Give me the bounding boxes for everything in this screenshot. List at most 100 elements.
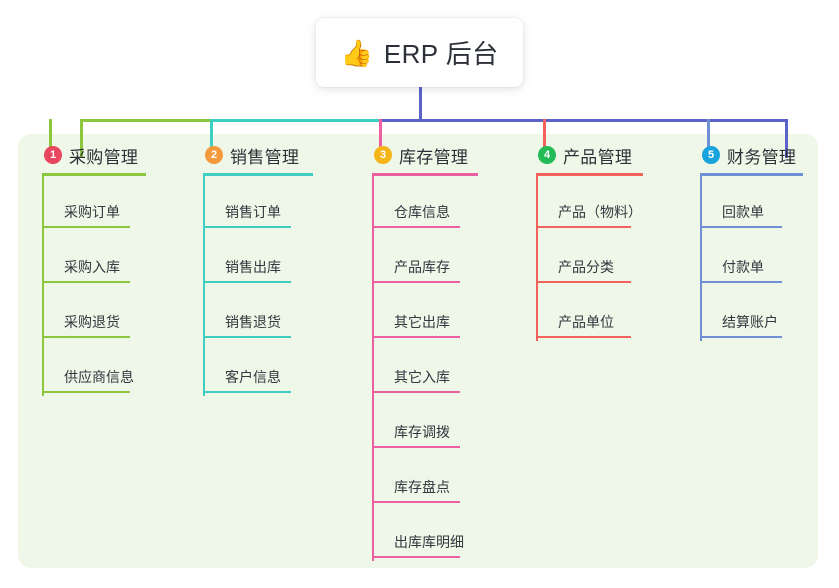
branch-item[interactable]: 库存盘点	[372, 451, 478, 506]
branch-item[interactable]: 客户信息	[203, 341, 313, 396]
branch-item-label: 供应商信息	[64, 369, 134, 385]
branch-item-label: 销售退货	[225, 314, 281, 330]
branch-item-label: 产品库存	[394, 259, 450, 275]
branch-item-underline	[42, 336, 130, 338]
branch-header-库存管理[interactable]: 3 库存管理	[372, 142, 478, 168]
branch-underline	[42, 173, 146, 176]
branch-items: 销售订单销售出库销售退货客户信息	[203, 176, 313, 396]
connector-segment-2	[210, 119, 382, 122]
branches-panel	[18, 134, 818, 568]
branch-item-underline	[42, 281, 130, 283]
branch-item-underline	[536, 281, 631, 283]
branch-item-underline	[536, 336, 631, 338]
branch-item[interactable]: 产品单位	[536, 286, 643, 341]
connector-segment-3	[379, 119, 788, 122]
branch-item-label: 销售出库	[225, 259, 281, 275]
branch-underline	[372, 173, 478, 176]
branch-item[interactable]: 销售订单	[203, 176, 313, 231]
branch-item[interactable]: 产品库存	[372, 231, 478, 286]
branch-title: 产品管理	[563, 147, 633, 167]
branch-item-label: 采购入库	[64, 259, 120, 275]
branch-item-underline	[372, 226, 460, 228]
branch-items: 仓库信息产品库存其它出库其它入库库存调拨库存盘点出库库明细	[372, 176, 478, 561]
branch-title: 采购管理	[69, 147, 139, 167]
branch-item-label: 产品单位	[558, 314, 614, 330]
branch-spine	[372, 176, 374, 561]
branch-item-label: 销售订单	[225, 204, 281, 220]
branch-item-label: 客户信息	[225, 369, 281, 385]
branch-item[interactable]: 出库库明细	[372, 506, 478, 561]
branch-title: 库存管理	[399, 147, 469, 167]
branch-spine	[700, 176, 702, 341]
root-trunk-connector	[419, 86, 422, 122]
thumbs-up-icon: 👍	[340, 37, 373, 68]
branch-item-underline	[700, 336, 782, 338]
branch-drop-2	[210, 119, 213, 158]
branch-item-label: 其它出库	[394, 314, 450, 330]
branch-item[interactable]: 采购订单	[42, 176, 146, 231]
branch-item[interactable]: 仓库信息	[372, 176, 478, 231]
branch-item[interactable]: 其它出库	[372, 286, 478, 341]
branch-item-label: 库存调拨	[394, 424, 450, 440]
branch-item[interactable]: 库存调拨	[372, 396, 478, 451]
branch-item-underline	[372, 556, 460, 558]
branch-column-财务管理: 5 财务管理回款单付款单结算账户	[700, 142, 803, 341]
root-title: ERP 后台	[383, 39, 499, 69]
branch-item[interactable]: 销售退货	[203, 286, 313, 341]
branch-item[interactable]: 付款单	[700, 231, 803, 286]
branch-item-label: 其它入库	[394, 369, 450, 385]
branch-item-underline	[700, 281, 782, 283]
branch-item-label: 回款单	[722, 204, 764, 220]
branch-item-underline	[42, 226, 130, 228]
branch-item[interactable]: 供应商信息	[42, 341, 146, 396]
branch-items: 回款单付款单结算账户	[700, 176, 803, 341]
branch-item-underline	[203, 281, 291, 283]
branch-item-underline	[536, 226, 631, 228]
branch-spine	[536, 176, 538, 341]
root-node[interactable]: 👍 ERP 后台	[316, 18, 523, 87]
branch-item-underline	[42, 391, 130, 393]
branch-number-badge: 5	[702, 146, 720, 164]
branch-item[interactable]: 回款单	[700, 176, 803, 231]
branch-title: 财务管理	[727, 147, 797, 167]
branch-underline	[203, 173, 313, 176]
branch-item-label: 采购退货	[64, 314, 120, 330]
branch-item-underline	[203, 336, 291, 338]
branch-item[interactable]: 采购退货	[42, 286, 146, 341]
branch-item-label: 库存盘点	[394, 479, 450, 495]
branch-spine	[42, 176, 44, 396]
branch-item-label: 付款单	[722, 259, 764, 275]
branch-header-财务管理[interactable]: 5 财务管理	[700, 142, 803, 168]
branch-item-label: 出库库明细	[394, 534, 464, 550]
branch-item-label: 产品分类	[558, 259, 614, 275]
branch-drop-4	[543, 119, 546, 158]
branch-item[interactable]: 产品（物料）	[536, 176, 643, 231]
branch-drop-1	[49, 119, 52, 158]
connector-right-endcap	[785, 119, 788, 158]
branch-item[interactable]: 产品分类	[536, 231, 643, 286]
branch-column-库存管理: 3 库存管理仓库信息产品库存其它出库其它入库库存调拨库存盘点出库库明细	[372, 142, 478, 561]
branch-item[interactable]: 其它入库	[372, 341, 478, 396]
branch-item-label: 仓库信息	[394, 204, 450, 220]
branch-item-label: 结算账户	[722, 314, 778, 330]
branch-number-badge: 3	[374, 146, 392, 164]
branch-item-underline	[372, 501, 460, 503]
branch-item-label: 采购订单	[64, 204, 120, 220]
branch-item[interactable]: 销售出库	[203, 231, 313, 286]
connector-segment-1	[80, 119, 213, 122]
connector-left-endcap	[80, 119, 83, 158]
branch-item[interactable]: 结算账户	[700, 286, 803, 341]
branch-items: 产品（物料） 产品分类产品单位	[536, 176, 643, 341]
branch-item[interactable]: 采购入库	[42, 231, 146, 286]
branch-drop-3	[379, 119, 382, 158]
branch-item-underline	[372, 281, 460, 283]
branch-item-label: 产品（物料）	[558, 204, 642, 220]
branch-item-underline	[372, 391, 460, 393]
branch-title: 销售管理	[230, 147, 300, 167]
